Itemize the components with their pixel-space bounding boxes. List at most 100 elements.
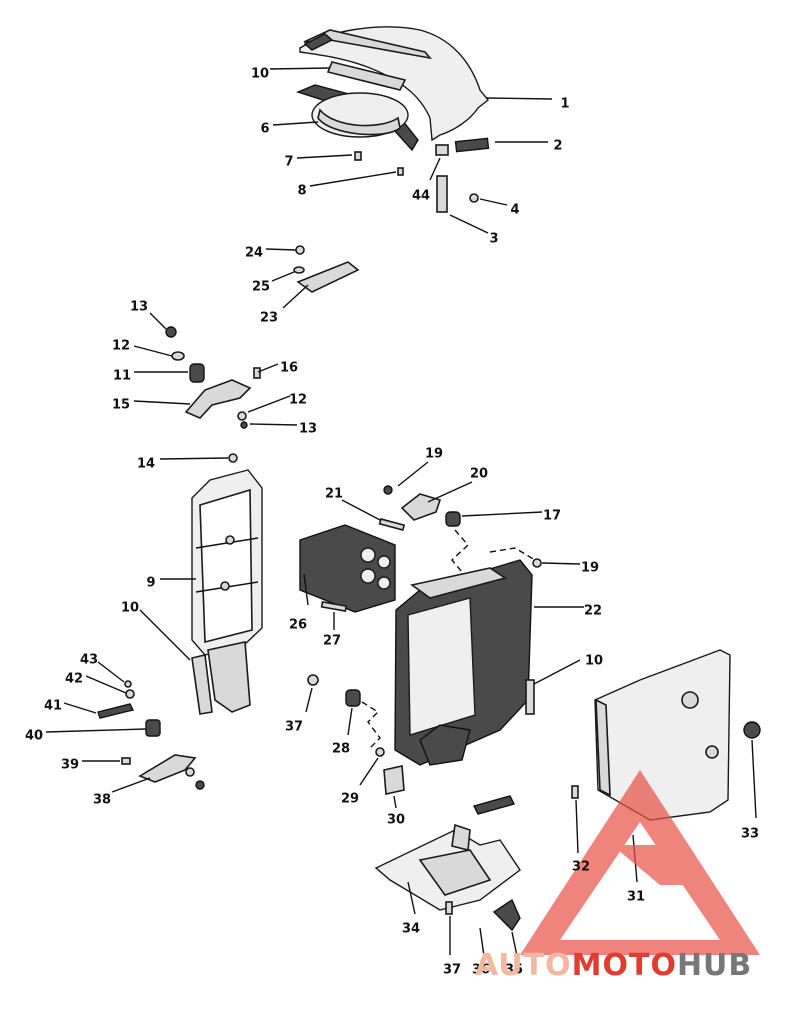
assembly-path xyxy=(451,529,469,573)
screw-part xyxy=(295,245,305,255)
mount-part xyxy=(145,719,161,737)
main-frame-part xyxy=(394,559,533,766)
pad-part xyxy=(472,795,516,815)
watermark-auto: AUTO xyxy=(475,948,572,983)
callout-label: 24 xyxy=(245,246,263,261)
screw-part xyxy=(121,757,131,765)
nut-part xyxy=(165,326,177,338)
callout-label: 9 xyxy=(146,576,155,591)
callout-label: 8 xyxy=(297,184,306,199)
screw-part xyxy=(397,167,404,176)
screw-part xyxy=(571,785,579,799)
plate-part xyxy=(296,261,360,293)
washer-part xyxy=(185,767,195,777)
callout-label: 10 xyxy=(585,654,603,669)
leader-lines xyxy=(45,67,757,957)
callout-label: 35 xyxy=(505,963,523,978)
triangle-logo-icon xyxy=(520,770,760,955)
watermark-hub: HUB xyxy=(677,948,752,983)
watermark-logo xyxy=(520,770,760,955)
lower-panel-part xyxy=(594,649,731,821)
callout-label: 21 xyxy=(325,487,343,502)
callout-label: 30 xyxy=(387,813,405,828)
bracket-part xyxy=(400,493,442,521)
callout-label: 43 xyxy=(80,653,98,668)
callout-label: 33 xyxy=(741,827,759,842)
callout-label: 1 xyxy=(560,97,569,112)
top-cowl-part xyxy=(299,26,489,142)
assembly-path xyxy=(489,547,536,561)
callout-label: 2 xyxy=(553,139,562,154)
callout-label: 44 xyxy=(412,189,430,204)
callout-label: 36 xyxy=(472,963,490,978)
seal-strip-part xyxy=(191,654,213,715)
callout-label: 34 xyxy=(402,922,420,937)
callout-label: 25 xyxy=(252,280,270,295)
callout-label: 40 xyxy=(25,729,43,744)
callout-label: 16 xyxy=(280,361,298,376)
callout-label: 19 xyxy=(581,561,599,576)
triangle-inner-icon xyxy=(612,845,700,885)
nut-part xyxy=(195,780,205,790)
washer-part xyxy=(293,266,305,274)
callout-label: 19 xyxy=(425,447,443,462)
grommet-part xyxy=(743,721,761,739)
callout-label: 13 xyxy=(130,300,148,315)
washer-part xyxy=(171,351,185,361)
clip-part xyxy=(492,898,521,932)
air-box-part xyxy=(299,524,396,613)
strap-part xyxy=(97,703,135,719)
plate-part xyxy=(383,765,405,795)
mount-part xyxy=(189,363,205,383)
callout-label: 10 xyxy=(251,67,269,82)
callout-label: 7 xyxy=(284,155,293,170)
callout-label: 10 xyxy=(121,601,139,616)
callout-label: 37 xyxy=(285,720,303,735)
callout-label: 15 xyxy=(112,398,130,413)
callout-label: 41 xyxy=(44,699,62,714)
screw-part xyxy=(354,151,362,161)
washer-part xyxy=(532,558,542,568)
side-frame-part xyxy=(191,453,263,713)
callout-label: 26 xyxy=(289,618,307,633)
bracket-part xyxy=(436,175,448,213)
callout-label: 6 xyxy=(260,122,269,137)
callout-label: 32 xyxy=(572,860,590,875)
callout-label: 37 xyxy=(443,963,461,978)
nut-part xyxy=(240,421,248,429)
callout-label: 20 xyxy=(470,467,488,482)
clip-part xyxy=(124,680,132,688)
callout-label: 23 xyxy=(260,311,278,326)
callout-label: 39 xyxy=(61,758,79,773)
clip-part xyxy=(435,144,449,156)
lower-tray-part xyxy=(374,823,521,911)
washer-part xyxy=(237,411,247,421)
watermark-moto: MOTO xyxy=(572,948,677,983)
callout-label: 38 xyxy=(93,793,111,808)
callout-label: 14 xyxy=(137,457,155,472)
screw-part xyxy=(445,901,453,915)
screw-part xyxy=(320,601,348,612)
nut-part xyxy=(383,485,393,495)
watermark-text: AUTOMOTOHUB xyxy=(475,948,752,983)
callout-label: 12 xyxy=(112,339,130,354)
callout-label: 12 xyxy=(289,393,307,408)
callout-label: 42 xyxy=(65,672,83,687)
callout-label: 29 xyxy=(341,792,359,807)
assembly-path xyxy=(361,701,381,749)
callout-label: 4 xyxy=(510,203,519,218)
seal-strip-part xyxy=(525,679,535,715)
callout-label: 22 xyxy=(584,604,602,619)
mount-part xyxy=(345,689,361,707)
washer-part xyxy=(375,747,385,757)
air-intake-part xyxy=(295,84,419,152)
bracket-part xyxy=(184,379,252,419)
washer-part xyxy=(125,689,135,699)
screw-part xyxy=(378,517,406,531)
callout-label: 11 xyxy=(113,369,131,384)
callout-label: 17 xyxy=(543,509,561,524)
washer-part xyxy=(307,674,319,686)
